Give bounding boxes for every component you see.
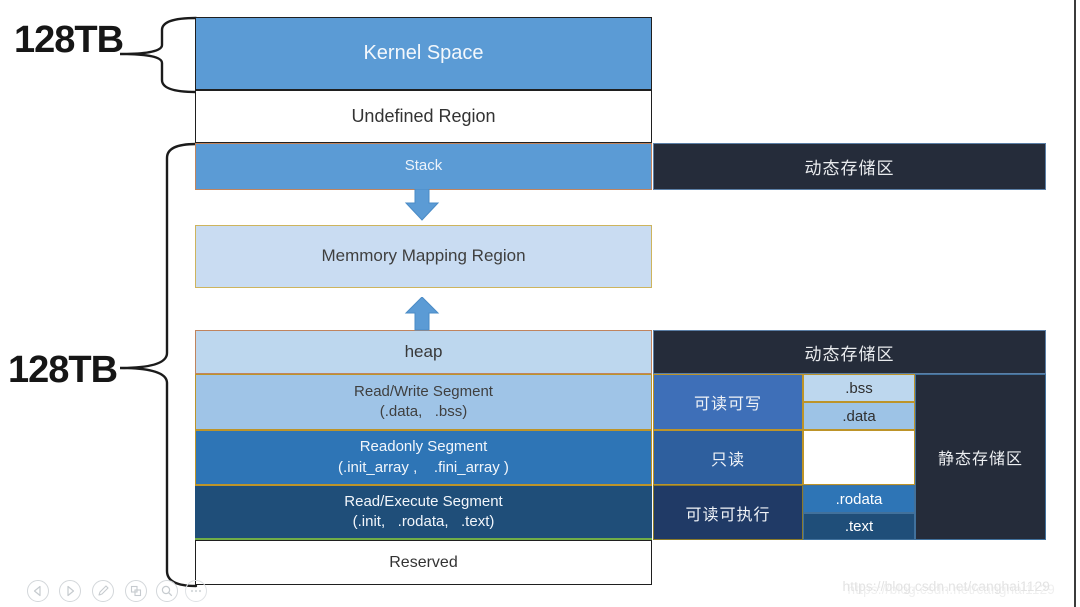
block-sections: (.init_array , .fini_array ): [338, 458, 509, 476]
cell-label: 可读可执行: [685, 506, 771, 524]
empty-section-cell: [803, 430, 915, 485]
zoom-slide-button[interactable]: [155, 579, 179, 603]
cell-label: .data: [842, 407, 876, 425]
block-reserved: Reserved: [195, 540, 652, 585]
block-heap: heap: [195, 330, 652, 374]
block-undefined-region: Undefined Region: [195, 90, 652, 143]
block-stack: Stack: [195, 143, 652, 190]
cell-label: 只读: [710, 451, 745, 469]
pen-tools-button[interactable]: [91, 579, 115, 603]
previous-slide-button[interactable]: [26, 579, 50, 603]
cell-label: 可读可写: [693, 396, 762, 413]
block-label: Memmory Mapping Region: [321, 246, 526, 266]
block-readonly-segment: Readonly Segment (.init_array , .fini_ar…: [195, 430, 652, 485]
next-slide-icon: [59, 580, 81, 602]
dynamic-storage-bar-stack: 动态存储区: [653, 143, 1046, 190]
cell-label: .bss: [845, 379, 873, 397]
section-cell-bss: .bss: [803, 374, 915, 402]
heap-grows-up-arrow-icon: [404, 297, 440, 331]
watermark-url: https://blog.csdn.net/canghai1129: [842, 579, 1050, 594]
dynamic-storage-bar-heap: 动态存储区: [653, 330, 1046, 374]
block-label: Stack: [404, 157, 443, 175]
size-label-kernel: 128TB: [14, 19, 124, 61]
block-label: heap: [404, 341, 443, 361]
brace-kernel-space: [119, 16, 198, 94]
permission-cell-read-write: 可读可写: [653, 374, 803, 430]
block-label: Readonly Segment: [359, 438, 488, 456]
cell-label: .rodata: [835, 490, 883, 508]
column-label: 静态存储区: [937, 451, 1023, 468]
block-label: Read/Execute Segment: [344, 492, 503, 510]
block-kernel-space: Kernel Space: [195, 17, 652, 90]
block-read-write-segment: Read/Write Segment (.data, .bss): [195, 374, 652, 430]
bar-label: 动态存储区: [804, 344, 895, 364]
block-sections: (.init, .rodata, .text): [352, 513, 495, 530]
block-label: Reserved: [389, 553, 458, 571]
size-label-user-space: 128TB: [8, 349, 118, 391]
previous-slide-icon: [27, 580, 49, 602]
slide-overview-button[interactable]: [124, 579, 148, 603]
section-cell-rodata: .rodata: [803, 485, 915, 513]
block-label: Read/Write Segment: [354, 382, 493, 400]
block-label: Kernel Space: [363, 42, 484, 64]
static-storage-column: 静态存储区: [915, 374, 1046, 540]
bar-label: 动态存储区: [804, 159, 895, 178]
permission-cell-readonly: 只读: [653, 430, 803, 485]
more-options-button[interactable]: [184, 579, 208, 603]
block-label: Undefined Region: [351, 106, 496, 127]
stack-grows-down-arrow-icon: [404, 189, 440, 221]
slide-overview-icon: [125, 580, 147, 602]
block-read-execute-segment: Read/Execute Segment (.init, .rodata, .t…: [195, 485, 652, 540]
pen-icon: [92, 580, 114, 602]
block-sections: (.data, .bss): [379, 403, 468, 420]
slide-right-edge: [1074, 0, 1076, 607]
cell-label: .text: [844, 518, 874, 535]
more-options-icon: [185, 580, 207, 602]
brace-user-space: [119, 142, 198, 588]
section-cell-data: .data: [803, 402, 915, 430]
zoom-icon: [156, 580, 178, 602]
permission-cell-read-execute: 可读可执行: [653, 485, 803, 540]
next-slide-button[interactable]: [58, 579, 82, 603]
block-memory-mapping-region: Memmory Mapping Region: [195, 225, 652, 288]
section-cell-text: .text: [803, 513, 915, 540]
